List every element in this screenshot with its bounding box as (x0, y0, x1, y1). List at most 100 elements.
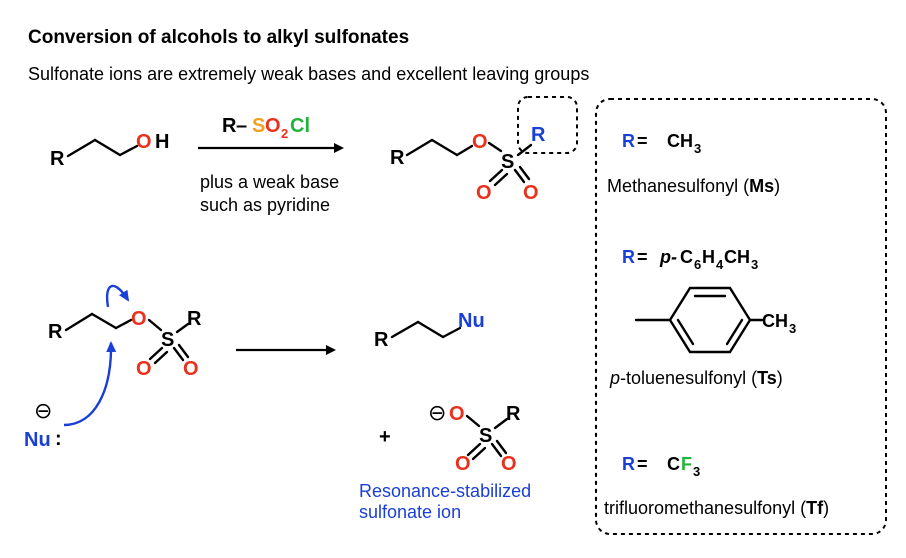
bond (66, 138, 97, 158)
bond (64, 312, 94, 332)
bond (493, 417, 509, 430)
plus-sign: + (379, 426, 391, 448)
dash: – (236, 115, 247, 137)
subscript: 3 (693, 464, 700, 479)
alcohol-molecule: R O H (50, 131, 169, 170)
negative-charge: ⊖ (34, 399, 52, 424)
bond (90, 312, 118, 330)
subscript: 3 (694, 141, 701, 156)
mesyl-entry: R– = CH 3 Methanesulfonyl (Ms) (607, 131, 780, 196)
atom-r: R (531, 124, 546, 146)
bond (405, 138, 434, 157)
curved-arrow-nucleophile-attack (63, 341, 117, 427)
negative-charge: ⊖ (428, 401, 446, 426)
atom-o: O (476, 182, 492, 204)
reagent-sulfonyl-chloride: R – S O 2 Cl (222, 115, 310, 141)
bond (441, 326, 462, 339)
equals-sign: = (637, 454, 648, 474)
atom-s: S (479, 425, 492, 447)
ts-ch: CH (724, 247, 750, 267)
bond (153, 350, 169, 365)
bond (518, 165, 531, 181)
svg-text:p-toluenesulfonyl (Ts): p-toluenesulfonyl (Ts) (609, 368, 783, 388)
subscript: 6 (694, 257, 701, 272)
triflyl-entry: R = C F 3 trifluoromethanesulfonyl (Tf) (604, 454, 829, 518)
reagent-note-line2: such as pyridine (200, 195, 330, 215)
atom-r: R (222, 115, 237, 137)
bond (177, 343, 190, 359)
svg-text:trifluoromethanesulfonyl (Tf): trifluoromethanesulfonyl (Tf) (604, 498, 829, 518)
ms-abbr: Ms (749, 176, 774, 196)
svg-text:R–: R– (622, 131, 651, 151)
bond (495, 439, 508, 455)
subscript: 4 (716, 257, 724, 272)
ts-p-dash: p- (659, 247, 677, 267)
atom-o: O (449, 403, 465, 425)
bond (93, 138, 122, 157)
ts-c: C (680, 247, 693, 267)
atom-s: S (161, 329, 174, 351)
ring-double-bond (676, 318, 695, 346)
atom-o: O (501, 453, 517, 475)
atom-h: H (155, 131, 169, 153)
bond (455, 144, 474, 157)
bond (466, 442, 482, 457)
tf-c: C (667, 454, 680, 474)
reagent-note-line1: plus a weak base (200, 172, 339, 192)
subscript: 3 (751, 257, 758, 272)
equals-sign: = (637, 247, 648, 267)
atom-s: S (252, 115, 265, 137)
atom-r: R (187, 308, 202, 330)
bond (118, 144, 139, 157)
ring-double-bond (725, 318, 744, 346)
r-label: R (622, 454, 635, 474)
highlight-r-box (517, 96, 578, 154)
ts-abbr: Ts (757, 368, 777, 388)
atom-cl: Cl (290, 115, 310, 137)
bond (493, 172, 509, 187)
subscript: 2 (281, 126, 288, 141)
nucleophile: Nu : ⊖ (24, 399, 62, 451)
atom-o: O (183, 358, 199, 380)
atom-o: O (455, 453, 471, 475)
ts-h: H (702, 247, 715, 267)
atom-o: O (136, 131, 152, 153)
bond (487, 141, 503, 153)
bond (488, 168, 504, 183)
p-prefix: p (609, 368, 620, 388)
bond (513, 168, 526, 184)
atom-r: R (48, 321, 63, 343)
atom-s: S (501, 151, 514, 173)
subscript: 3 (789, 321, 796, 336)
bond (148, 346, 164, 361)
bond (471, 446, 487, 461)
lone-pair: : (55, 428, 62, 450)
tf-name: trifluoromethanesulfonyl ( (604, 498, 806, 518)
bond (490, 442, 503, 458)
atom-o: O (265, 115, 281, 137)
tf-f: F (681, 454, 692, 474)
sulfonyl-groups-panel (595, 98, 887, 535)
substitution-product: R Nu (374, 310, 485, 351)
bond (390, 320, 420, 339)
equals-sign: = (637, 131, 648, 151)
sulfonate-ester-substrate: R O S R O O (48, 308, 202, 380)
atom-nu: Nu (24, 429, 51, 451)
ring-ch: CH (762, 311, 788, 331)
page-title: Conversion of alcohols to alkyl sulfonat… (28, 27, 410, 48)
atom-nu: Nu (458, 310, 485, 332)
bond (516, 143, 533, 157)
bond (147, 318, 163, 332)
alkyl-sulfonate-product: R O S R O O (390, 124, 546, 204)
ts-name: -toluenesulfonyl ( (620, 368, 757, 388)
close-paren: ) (777, 368, 783, 388)
bond (175, 322, 190, 334)
benzene-ring (668, 286, 752, 354)
r-label: R (622, 131, 635, 151)
r-label: R (622, 247, 635, 267)
bond (430, 138, 459, 157)
tosyl-entry: R = p- C 6 H 4 CH 3 CH 3 p-toluenesulfon… (609, 247, 796, 388)
page-subtitle: Sulfonate ions are extremely weak bases … (28, 64, 590, 84)
bond (114, 318, 133, 330)
